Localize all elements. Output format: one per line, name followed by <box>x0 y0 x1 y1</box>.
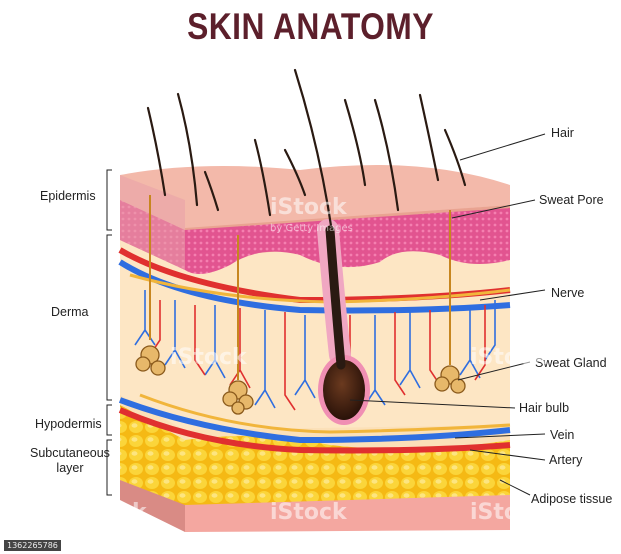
label-subcutaneous-layer: Subcutaneous layer <box>30 446 110 476</box>
label-vein: Vein <box>550 428 574 442</box>
label-hypodermis: Hypodermis <box>35 417 102 431</box>
label-adipose-tissue: Adipose tissue <box>531 492 612 506</box>
diagram-title: SKIN ANATOMY <box>43 6 577 48</box>
stock-id: 1362265786 <box>4 540 61 551</box>
label-nerve: Nerve <box>551 286 584 300</box>
label-hair: Hair <box>551 126 574 140</box>
label-hair-bulb: Hair bulb <box>519 401 569 415</box>
label-sweat-gland: Sweat Gland <box>535 356 607 370</box>
label-sweat-pore: Sweat Pore <box>539 193 604 207</box>
label-artery: Artery <box>549 453 582 467</box>
label-derma: Derma <box>51 305 89 319</box>
label-epidermis: Epidermis <box>40 189 96 203</box>
